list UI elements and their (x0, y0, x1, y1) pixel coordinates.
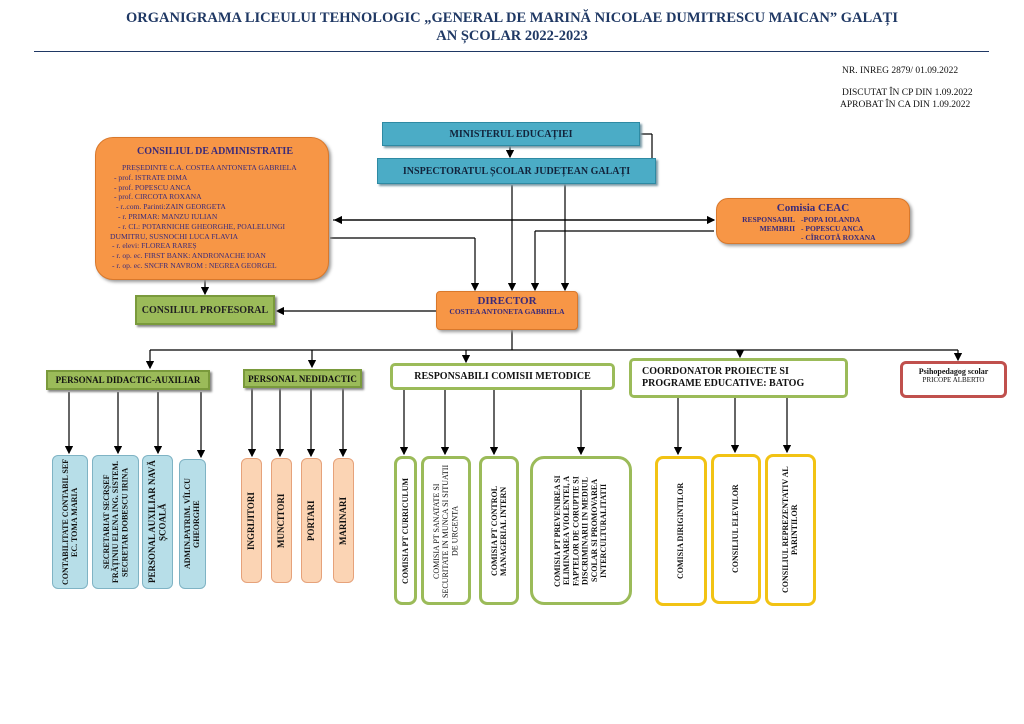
homeroom-teachers-commission-column: COMISIA DIRIGINTILOR (655, 456, 707, 606)
ceac-responsabil-label: RESPONSABIL (742, 215, 795, 224)
administration-council-title: CONSILIUL DE ADMINISTRATIE (137, 146, 293, 157)
internal-control-commission-column: COMISIA PT CONTROL MANAGERIAL INTERN (479, 456, 519, 605)
ceac-box: Comisia CEAC RESPONSABIL MEMBRII -POPA I… (716, 198, 910, 244)
director-box: DIRECTOR COSTEA ANTONETA GABRIELA (436, 291, 578, 330)
accounting-label: CONTABILITATE CONTABIL SEF EC. TOMA MARI… (60, 458, 79, 586)
caretakers-column: INGRIJITORI (241, 458, 262, 583)
auxiliary-ship-staff-label: PERSONAL AUXILIAR NAVĂ ȘCOALĂ (147, 460, 168, 584)
coordinator-line2: PROGRAME EDUCATIVE: BATOG (642, 378, 805, 389)
director-title: DIRECTOR (477, 295, 537, 307)
students-council-label: CONSILIUL ELEVILOR (731, 484, 741, 574)
ca-member: PREȘEDINTE C.A. COSTEA ANTONETA GABRIELA (122, 163, 297, 172)
accounting-column: CONTABILITATE CONTABIL SEF EC. TOMA MARI… (52, 455, 88, 589)
methodical-commissions-box: RESPONSABILI COMISII METODICE (390, 363, 615, 390)
secretariat-label: SECRETARIAT SECRȘEF FRĂȚINIU ELENA ING. … (101, 460, 130, 584)
auxiliary-ship-staff-column: PERSONAL AUXILIAR NAVĂ ȘCOALĂ (142, 455, 173, 589)
sailors-label: MARINARI (338, 496, 349, 545)
porters-column: PORTARI (301, 458, 322, 583)
registration-number: NR. INREG 2879/ 01.09.2022 (842, 66, 959, 76)
workers-column: MUNCITORI (271, 458, 292, 583)
curriculum-commission-column: COMISIA PT CURRICULUM (394, 456, 417, 605)
approved-note: APROBAT ÎN CA DIN 1.09.2022 (840, 100, 971, 110)
ca-member: - prof. POPESCU ANCA (114, 182, 192, 192)
ca-member: - r. op. ec. FIRST BANK: ANDRONACHE IOAN (112, 251, 266, 261)
page-title: ORGANIGRAMA LICEULUI TEHNOLOGIC „GENERAL… (126, 10, 898, 26)
teachers-council-box: CONSILIUL PROFESORAL (135, 295, 275, 325)
ceac-responsabil: -POPA IOLANDA (801, 215, 861, 224)
violence-prevention-commission-column: COMISIA PT PREVENIREA SI ELIMINAREA VIOL… (530, 456, 632, 605)
ca-member: - r. elevi: FLOREA RAREȘ (112, 241, 197, 251)
curriculum-commission-label: COMISIA PT CURRICULUM (400, 477, 410, 584)
discussed-note: DISCUTAT ÎN CP DIN 1.09.2022 (842, 88, 973, 98)
school-psychologist-box: Psihopedagog scolar PRICOPE ALBERTO (900, 361, 1007, 398)
parents-council-column: CONSILIUL REPREZENTATIV AL PARINTILOR (765, 454, 816, 606)
sailors-column: MARINARI (333, 458, 354, 583)
ca-member: DUMITRU, SUSNOCHI LUCA FLAVIA (110, 231, 239, 241)
internal-control-commission-label: COMISIA PT CONTROL MANAGERIAL INTERN (489, 485, 508, 576)
inspectorate-box: INSPECTORATUL ȘCOLAR JUDEȚEAN GALAȚI (377, 158, 656, 184)
ca-member: - r. PRIMAR: MANZU IULIAN (118, 211, 218, 221)
ca-member: - r..com. Parinti:ZAIN GEORGETA (116, 202, 226, 212)
parents-council-label: CONSILIUL REPREZENTATIV AL PARINTILOR (781, 466, 800, 594)
secretariat-column: SECRETARIAT SECRȘEF FRĂȚINIU ELENA ING. … (92, 455, 139, 589)
ca-member: - prof. ISTRATE DIMA (114, 172, 188, 182)
ceac-title: Comisia CEAC (776, 202, 850, 214)
director-name: COSTEA ANTONETA GABRIELA (449, 307, 565, 316)
administration-council-box: CONSILIUL DE ADMINISTRATIE PREȘEDINTE C.… (95, 137, 329, 280)
psychologist-name: PRICOPE ALBERTO (922, 376, 985, 384)
workers-label: MUNCITORI (276, 493, 287, 548)
caretakers-label: INGRIJITORI (246, 491, 257, 550)
porters-label: PORTARI (306, 500, 317, 541)
violence-prevention-commission-label: COMISIA PT PREVENIREA SI ELIMINAREA VIOL… (553, 474, 609, 587)
ministry-box: MINISTERUL EDUCAȚIEI (382, 122, 640, 146)
ceac-member: - CÎRCOTĂ ROXANA (801, 233, 876, 242)
homeroom-teachers-commission-label: COMISIA DIRIGINTILOR (676, 482, 686, 580)
asset-admin-column: ADMIN.PATRIM. VÎLCU GHEORGHE (179, 459, 206, 589)
psychologist-title: Psihopedagog scolar (918, 367, 989, 376)
students-council-column: CONSILIUL ELEVILOR (711, 454, 761, 604)
ca-member: - prof. CIRCOTA ROXANA (114, 192, 202, 202)
ca-member: - r. op. ec. SNCFR NAVROM : NEGREA GEORG… (112, 260, 277, 270)
ceac-member: - POPESCU ANCA (801, 224, 864, 233)
health-safety-commission-label: COMISIA PT SANATATE SI SECURITATE IN MUN… (432, 463, 460, 598)
title-divider (34, 51, 989, 52)
ceac-membrii-label: MEMBRII (759, 224, 795, 233)
health-safety-commission-column: COMISIA PT SANATATE SI SECURITATE IN MUN… (421, 456, 471, 605)
ca-member: - r. CL: POTARNICHE GHEORGHE, POALELUNGI (118, 221, 286, 231)
asset-admin-label: ADMIN.PATRIM. VÎLCU GHEORGHE (183, 478, 202, 570)
coordinator-line1: COORDONATOR PROIECTE SI (642, 366, 789, 377)
educational-projects-coordinator-box: COORDONATOR PROIECTE SI PROGRAME EDUCATI… (629, 358, 848, 398)
non-teaching-staff-box: PERSONAL NEDIDACTIC (243, 369, 362, 388)
didactic-auxiliary-box: PERSONAL DIDACTIC-AUXILIAR (46, 370, 210, 390)
page-subtitle: AN ȘCOLAR 2022-2023 (436, 28, 588, 44)
